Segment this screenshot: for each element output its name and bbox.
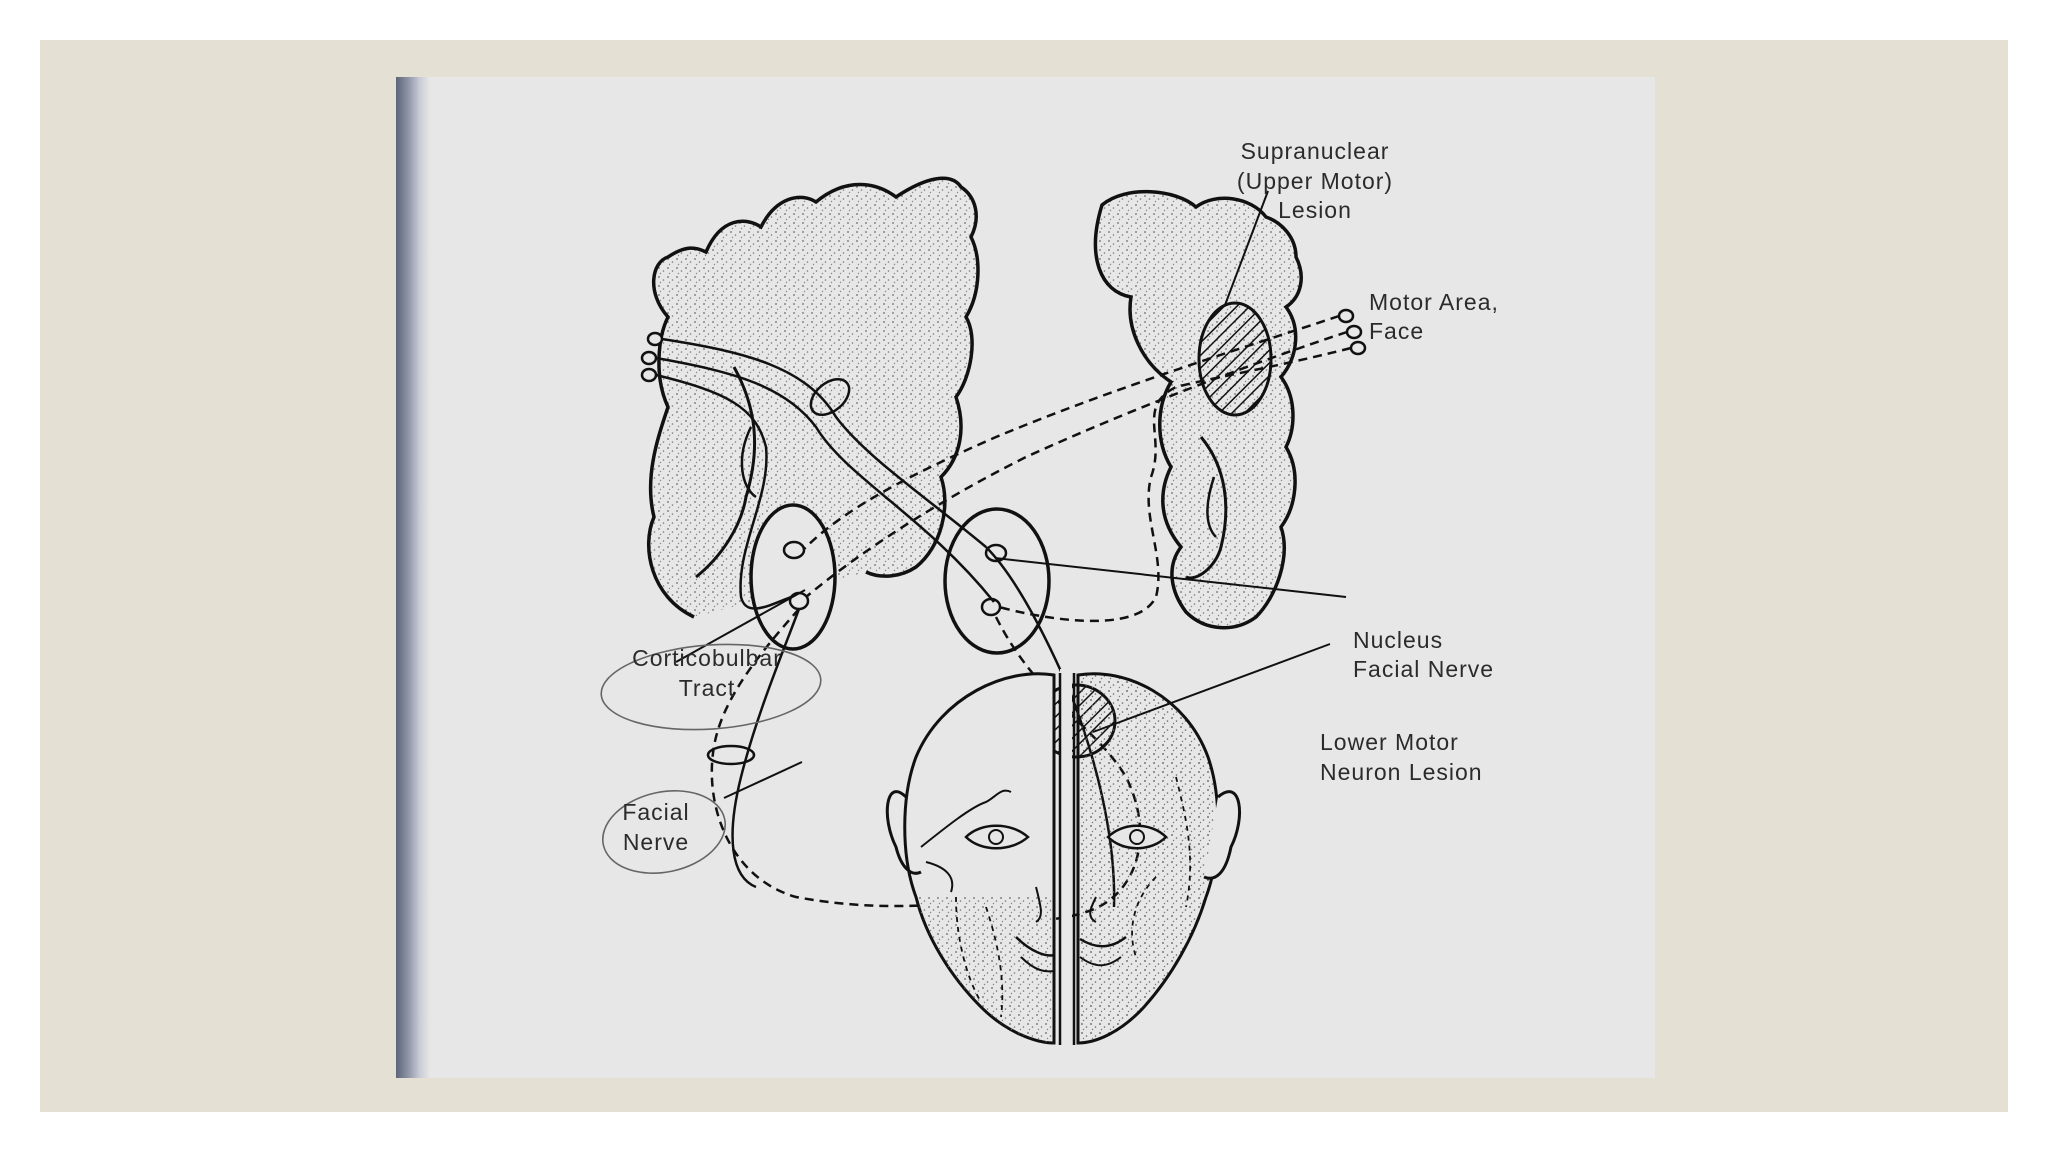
svg-text:Facial Nerve: Facial Nerve xyxy=(1353,656,1494,682)
face-left-half xyxy=(885,672,1056,1045)
corticobulbar-label-outline xyxy=(600,643,822,731)
svg-text:Motor Area,: Motor Area, xyxy=(1369,289,1499,315)
photo-shadow-edge xyxy=(396,77,430,1078)
svg-text:Face: Face xyxy=(1369,318,1424,344)
right-cortical-neuron-1 xyxy=(1337,308,1355,324)
right-facial-nucleus xyxy=(943,507,1051,655)
svg-text:Nucleus: Nucleus xyxy=(1353,627,1443,653)
right-cortical-neuron-3 xyxy=(1349,340,1367,356)
svg-text:Neuron Lesion: Neuron Lesion xyxy=(1320,759,1483,785)
svg-text:Tract: Tract xyxy=(679,675,736,701)
left-cortical-neuron-2 xyxy=(640,350,658,366)
leader-lines xyxy=(675,190,1347,799)
slide-frame: Supranuclear (Upper Motor) Lesion Motor … xyxy=(40,40,2008,1112)
svg-text:Facial: Facial xyxy=(622,799,689,825)
svg-text:Corticobulbar: Corticobulbar xyxy=(632,645,782,671)
motor-area-face-label: Motor Area, Face xyxy=(1369,289,1499,344)
facial-nerve-label: Facial Nerve xyxy=(622,799,689,855)
right-brain-hemisphere xyxy=(1093,189,1303,630)
facial-nerve-pathway-diagram: Supranuclear (Upper Motor) Lesion Motor … xyxy=(600,138,1499,1047)
svg-text:Lower Motor: Lower Motor xyxy=(1320,729,1459,755)
svg-text:(Upper Motor): (Upper Motor) xyxy=(1237,168,1393,194)
supranuclear-lesion-label: Supranuclear (Upper Motor) Lesion xyxy=(1237,138,1393,223)
svg-text:Lesion: Lesion xyxy=(1278,197,1352,223)
corticobulbar-tract-label: Corticobulbar Tract xyxy=(632,645,782,701)
supranuclear-lesion-marker xyxy=(1197,301,1273,417)
left-facial-nerve-fiber xyxy=(731,608,801,889)
left-nucleus-upper-cell xyxy=(782,540,806,560)
lower-motor-neuron-lesion-label: Lower Motor Neuron Lesion xyxy=(1320,729,1483,785)
right-nucleus-upper-cell xyxy=(984,543,1008,563)
svg-text:Nerve: Nerve xyxy=(623,829,689,855)
facial-nerve-loop-marker xyxy=(706,744,756,766)
facial-nerve-label-outline xyxy=(601,790,727,874)
svg-text:Supranuclear: Supranuclear xyxy=(1241,138,1390,164)
right-cortical-neuron-2 xyxy=(1345,324,1363,340)
face-right-half xyxy=(1076,672,1242,1045)
left-cortical-neuron-1 xyxy=(646,331,664,347)
nucleus-facial-nerve-label: Nucleus Facial Nerve xyxy=(1353,627,1494,682)
corticobulbar-loop-marker xyxy=(809,378,851,416)
left-cortical-neuron-3 xyxy=(640,367,658,383)
diagram-photo: Supranuclear (Upper Motor) Lesion Motor … xyxy=(396,77,1655,1078)
